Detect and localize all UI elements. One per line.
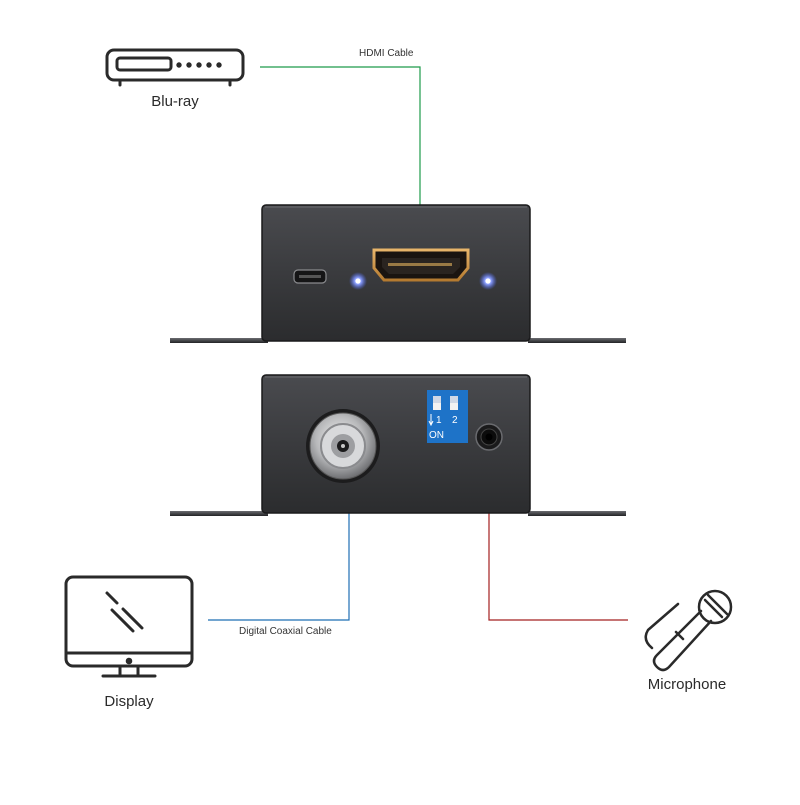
dip-pin-1-label: 1 <box>436 415 442 426</box>
mounting-flange-left <box>170 338 268 343</box>
bnc-coax-port <box>306 409 380 483</box>
mounting-flange-right <box>528 511 626 516</box>
dip-on-label: ON <box>429 430 444 441</box>
status-led-right <box>479 272 497 290</box>
micro-usb-port <box>293 269 327 284</box>
converter-front-panel <box>170 204 626 343</box>
dip-switch: 1 2 ON <box>427 390 468 443</box>
dip-arrow-icon <box>428 414 434 427</box>
microphone-icon <box>644 589 733 672</box>
status-led-left <box>349 272 367 290</box>
dip-pin-2-label: 2 <box>452 415 458 426</box>
mounting-flange-left <box>170 511 268 516</box>
hdmi-cable-label: HDMI Cable <box>359 48 414 59</box>
audio-jack <box>475 423 503 451</box>
microphone-label: Microphone <box>647 676 727 693</box>
display-monitor-icon <box>64 575 194 678</box>
bluray-player-icon <box>105 48 245 87</box>
coax-cable-label: Digital Coaxial Cable <box>239 626 332 637</box>
bluray-label: Blu-ray <box>151 93 199 110</box>
hdmi-cable <box>260 66 421 258</box>
display-label: Display <box>104 693 154 710</box>
converter-rear-panel: 1 2 ON <box>170 374 626 516</box>
mounting-flange-right <box>528 338 626 343</box>
hdmi-port <box>372 248 470 282</box>
